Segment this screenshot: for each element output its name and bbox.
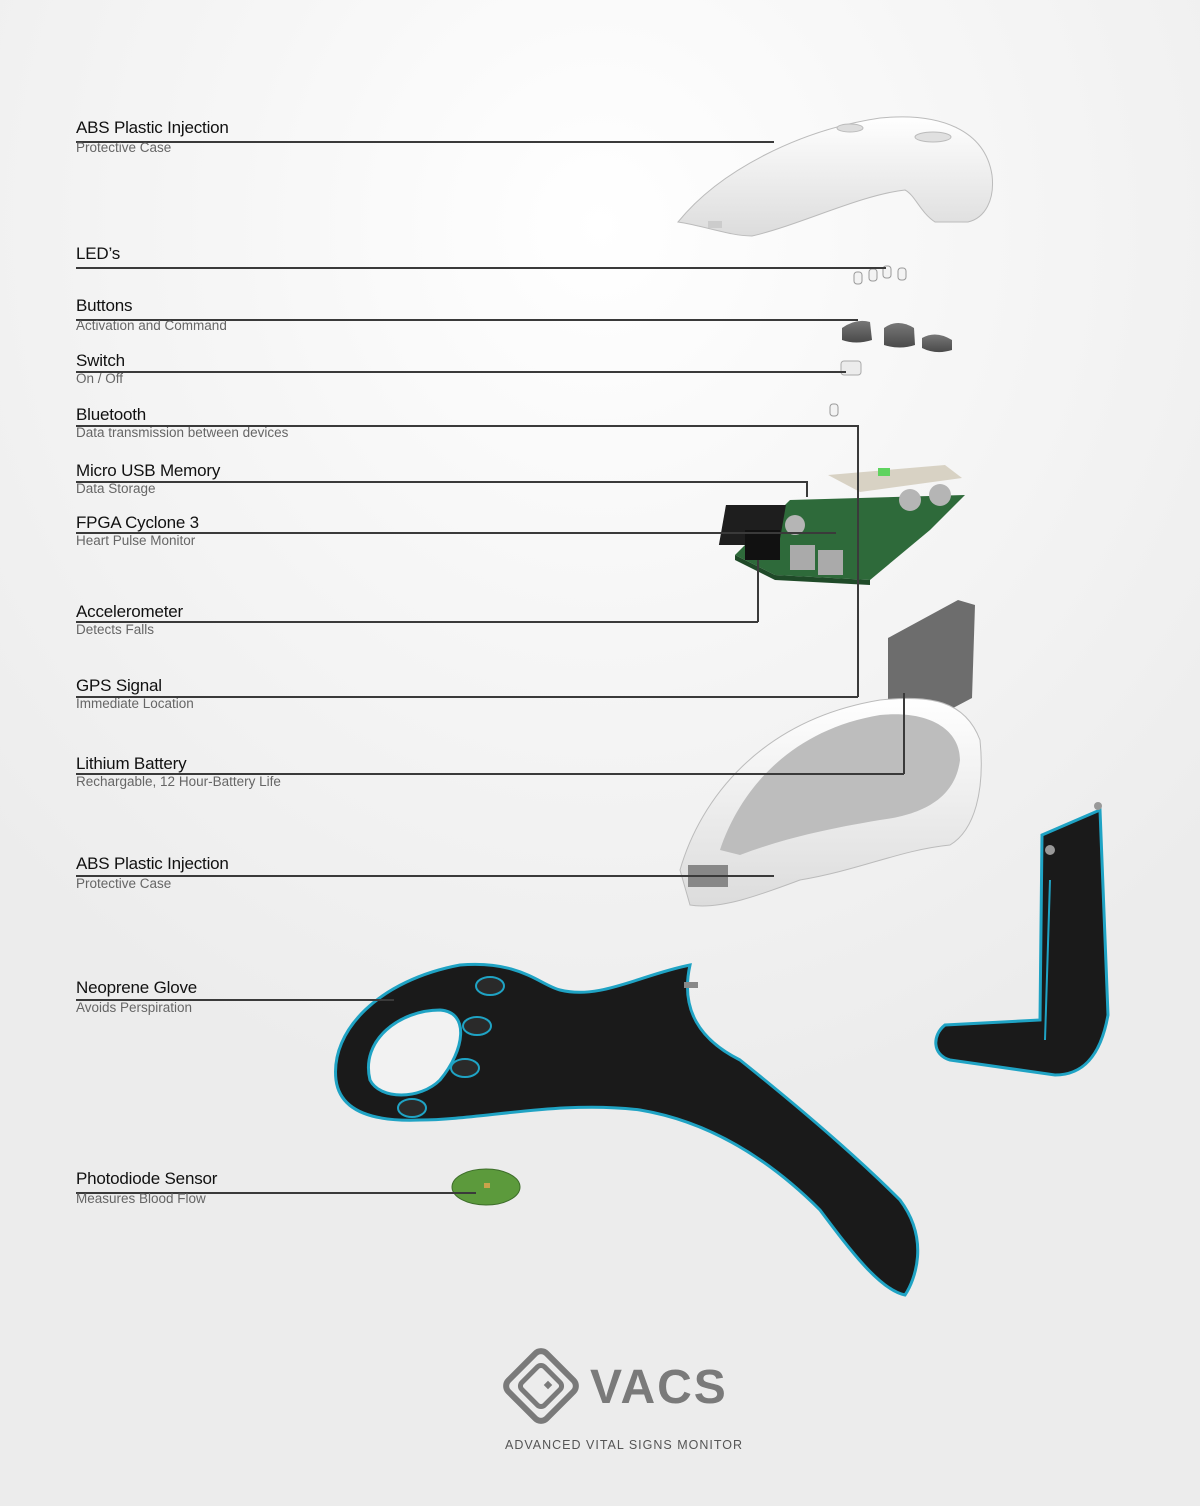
top-case-icon xyxy=(677,116,994,237)
leader-line-bottom-case xyxy=(76,875,774,877)
label-bottom-case: ABS Plastic Injection Protective Case xyxy=(76,855,229,892)
component-subtitle: Protective Case xyxy=(76,140,172,155)
component-subtitle: Protective Case xyxy=(76,876,172,891)
label-fpga: FPGA Cyclone 3 Heart Pulse Monitor xyxy=(76,514,199,549)
label-top-case: ABS Plastic Injection Protective Case xyxy=(76,119,229,156)
label-gps: GPS Signal Immediate Location xyxy=(76,677,194,712)
leader-line-battery-vertical xyxy=(903,693,905,774)
component-title: Photodiode Sensor xyxy=(76,1169,218,1188)
label-buttons: Buttons Activation and Command xyxy=(76,297,227,334)
leader-line-accelerometer xyxy=(76,621,758,623)
buttons-icon xyxy=(842,320,952,353)
component-title: ABS Plastic Injection xyxy=(76,854,229,873)
brand-tagline: ADVANCED VITAL SIGNS MONITOR xyxy=(505,1438,743,1452)
component-title: Switch xyxy=(76,351,125,370)
label-neoprene-glove: Neoprene Glove Avoids Perspiration xyxy=(76,979,197,1016)
component-title: GPS Signal xyxy=(76,676,162,695)
component-title: Lithium Battery xyxy=(76,754,187,773)
neoprene-glove-icon xyxy=(334,962,920,1297)
leader-line-accelerometer-vertical xyxy=(757,560,759,622)
leader-line-buttons xyxy=(76,319,858,321)
label-accelerometer: Accelerometer Detects Falls xyxy=(76,603,183,638)
label-bluetooth: Bluetooth Data transmission between devi… xyxy=(76,406,288,441)
leader-line-battery xyxy=(76,773,904,775)
leader-line-usb-vertical xyxy=(806,481,808,497)
component-title: Bluetooth xyxy=(76,405,147,424)
leader-line-leds xyxy=(76,267,886,269)
leader-line-glove xyxy=(76,999,394,1001)
photodiode-sensor-icon xyxy=(451,1168,521,1206)
leader-line-gps xyxy=(76,696,858,698)
component-subtitle: On / Off xyxy=(76,371,124,386)
bottom-case-icon xyxy=(679,697,982,907)
component-title: Neoprene Glove xyxy=(76,978,197,997)
component-subtitle: Heart Pulse Monitor xyxy=(76,533,196,548)
brand-name: VACS xyxy=(590,1361,728,1414)
label-leds: LED’s xyxy=(76,245,120,263)
leader-line-fpga xyxy=(76,532,836,534)
label-micro-usb: Micro USB Memory Data Storage xyxy=(76,462,220,497)
leader-line-bluetooth xyxy=(76,425,858,427)
leader-line-top-case xyxy=(76,141,774,143)
label-switch: Switch On / Off xyxy=(76,352,125,387)
leader-line-photodiode xyxy=(76,1192,476,1194)
component-subtitle: Data transmission between devices xyxy=(76,425,289,440)
component-title: Accelerometer xyxy=(76,602,183,621)
label-lithium-battery: Lithium Battery Rechargable, 12 Hour-Bat… xyxy=(76,755,281,790)
pcb-board-icon xyxy=(718,465,965,585)
diamond-logo-icon xyxy=(503,1348,579,1424)
component-subtitle: Data Storage xyxy=(76,481,156,496)
leader-line-switch xyxy=(76,371,846,373)
leader-line-usb xyxy=(76,481,807,483)
component-title: Micro USB Memory xyxy=(76,461,221,480)
leds-icon xyxy=(853,265,907,285)
label-photodiode: Photodiode Sensor Measures Blood Flow xyxy=(76,1170,217,1207)
component-title: LED’s xyxy=(76,244,121,263)
component-subtitle: Activation and Command xyxy=(76,318,227,333)
component-title: Buttons xyxy=(76,296,133,315)
component-subtitle: Immediate Location xyxy=(76,696,194,711)
wrist-strap-icon xyxy=(934,802,1110,1077)
bluetooth-module-icon xyxy=(829,403,839,417)
component-subtitle: Detects Falls xyxy=(76,622,155,637)
component-title: ABS Plastic Injection xyxy=(76,118,229,137)
component-title: FPGA Cyclone 3 xyxy=(76,513,199,532)
component-subtitle: Measures Blood Flow xyxy=(76,1191,206,1206)
component-subtitle: Rechargable, 12 Hour-Battery Life xyxy=(76,774,281,789)
leader-line-bluetooth-vertical xyxy=(857,425,859,697)
switch-icon xyxy=(840,360,862,376)
component-subtitle: Avoids Perspiration xyxy=(76,1000,193,1015)
